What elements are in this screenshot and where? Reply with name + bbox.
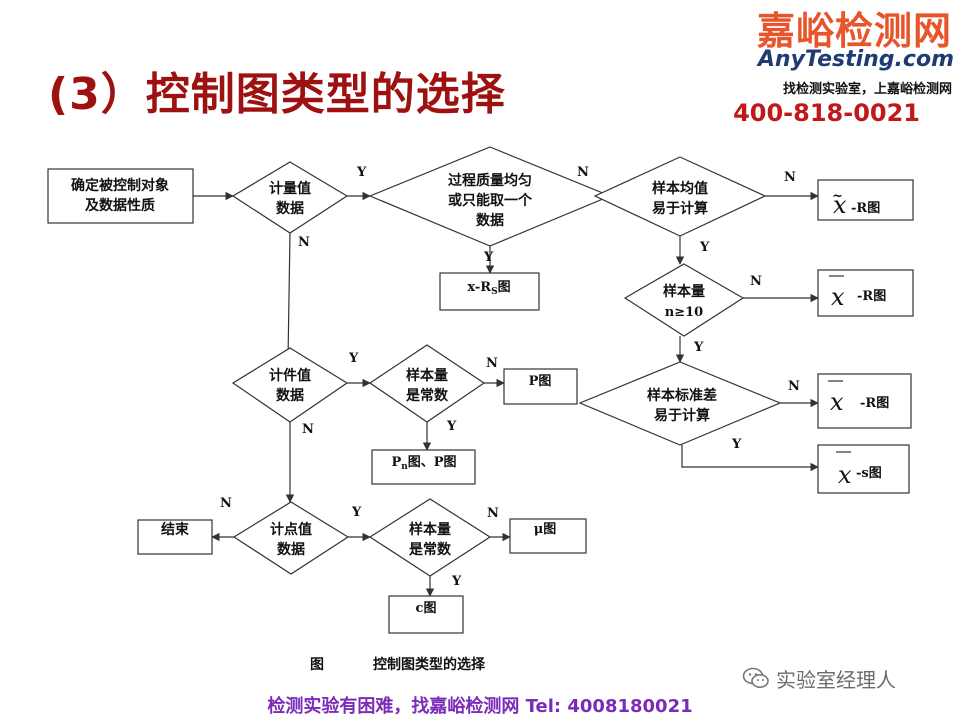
decision-sample-size-n10 (623, 263, 745, 337)
output-c-chart (388, 595, 464, 634)
decision-n10-line-2: n≥10 (665, 305, 703, 320)
decision-measurement-line-2: 数据 (276, 200, 304, 217)
output-median-r-chart (817, 179, 914, 221)
label-mean-median-n: N (784, 170, 796, 185)
decision-process-line-1: 过程质量均匀 (448, 172, 532, 189)
edge-sd-xbar-s (681, 445, 819, 472)
start-line-1: 确定被控制对象 (71, 177, 169, 194)
decision-measurement-line-1: 计量值 (269, 180, 311, 197)
logo-url: AnyTesting.com (757, 47, 954, 72)
output-p-label: P图 (529, 374, 552, 389)
label-n10-xbar-n: N (750, 274, 762, 289)
logo-brand: 嘉峪检测网 (756, 9, 952, 53)
label-const2-u-n: N (487, 506, 499, 521)
decision-measurement-data (231, 161, 349, 234)
output-xbar-s-label: -s图 (856, 466, 882, 481)
decision-const1-line-1: 样本量 (406, 367, 448, 384)
output-u-chart (509, 518, 587, 554)
output-u-label: μ图 (534, 522, 557, 537)
wechat-watermark: 实验室经理人 (742, 664, 896, 692)
output-x-rs-chart (439, 272, 540, 311)
start-box (47, 168, 194, 224)
end-box (137, 519, 213, 555)
label-count-points-n: N (302, 422, 314, 437)
output-c-label: c图 (416, 601, 437, 616)
output-pn-p-chart (371, 449, 476, 485)
end-label: 结束 (161, 521, 190, 538)
label-const2-c-y: Y (451, 574, 462, 589)
output-xbar-r-chart-2 (817, 373, 912, 429)
label-const1-p-n: N (486, 356, 498, 371)
decision-process-line-3: 数据 (476, 212, 504, 229)
label-sd-xbar-r-n: N (788, 379, 800, 394)
label-measure-count-n: N (298, 235, 310, 250)
output-pn-p-label: Pn图、P图 (391, 455, 456, 472)
slide-title: (3）控制图类型的选择 (48, 69, 506, 120)
wechat-icon (742, 667, 769, 688)
output-median-r-label: -R图 (851, 201, 880, 216)
watermark-text: 实验室经理人 (776, 667, 896, 692)
decision-constant-size-1 (368, 344, 486, 423)
label-const1-pn-y: Y (446, 419, 457, 434)
decision-count-line-1: 计件值 (269, 367, 311, 384)
label-process-xrs-y: Y (483, 250, 494, 265)
decision-count-line-2: 数据 (276, 387, 304, 404)
output-xbar-r-label-1: -R图 (857, 289, 886, 304)
decision-process-line-2: 或只能取一个 (448, 192, 533, 209)
xbar-symbol-1: x (831, 283, 845, 311)
label-points-end-n: N (220, 496, 232, 511)
decision-const2-line-1: 样本量 (409, 521, 451, 538)
edge-measure-count (283, 232, 293, 361)
figure-caption-prefix: 图 (310, 657, 324, 673)
xbar-symbol-3: x (838, 461, 852, 489)
decision-points-data (232, 501, 350, 575)
xbar-symbol-2: x (830, 388, 844, 416)
logo-slogan: 找检测实验室，上嘉峪检测网 (782, 82, 952, 97)
decision-sd-line-1: 样本标准差 (647, 387, 717, 404)
label-count-const1-y: Y (348, 351, 359, 366)
decision-n10-line-1: 样本量 (663, 283, 705, 300)
label-sd-xbar-s-y: Y (731, 437, 742, 452)
footer-banner: 检测实验有困难，找嘉峪检测网 Tel: 4008180021 (267, 696, 693, 717)
figure-caption: 控制图类型的选择 (373, 657, 485, 673)
decision-points-line-2: 数据 (277, 541, 305, 558)
flowchart-connectors (193, 191, 819, 597)
output-x-rs-label: x-RS图 (467, 280, 510, 297)
logo-phone: 400-818-0021 (733, 99, 920, 127)
decision-sample-mean (593, 156, 767, 237)
decision-count-data (231, 347, 349, 423)
decision-const2-line-2: 是常数 (409, 541, 452, 558)
start-line-2: 及数据性质 (85, 197, 155, 214)
label-mean-n10-y: Y (699, 240, 710, 255)
decision-mean-line-2: 易于计算 (652, 200, 708, 217)
decision-points-line-1: 计点值 (270, 521, 312, 538)
output-xbar-r-label-2: -R图 (860, 396, 889, 411)
label-measure-process-y: Y (356, 165, 367, 180)
median-x-symbol: x (833, 191, 847, 219)
median-tilde-symbol: ~ (832, 189, 843, 204)
decision-sd-line-2: 易于计算 (654, 407, 710, 424)
decision-const1-line-2: 是常数 (406, 387, 449, 404)
label-points-const2-y: Y (351, 505, 362, 520)
decision-sample-sd (578, 361, 782, 446)
output-p-chart (503, 368, 578, 405)
label-n10-sd-y: Y (693, 340, 704, 355)
decision-mean-line-1: 样本均值 (652, 180, 708, 197)
anytesting-logo: 嘉峪检测网 AnyTesting.com 找检测实验室，上嘉峪检测网 400-8… (700, 0, 960, 135)
decision-constant-size-2 (368, 498, 492, 577)
output-xbar-s-chart (817, 444, 910, 494)
decision-process-uniform (368, 146, 612, 247)
label-process-mean-n: N (577, 165, 589, 180)
output-xbar-r-chart-1 (817, 269, 914, 317)
